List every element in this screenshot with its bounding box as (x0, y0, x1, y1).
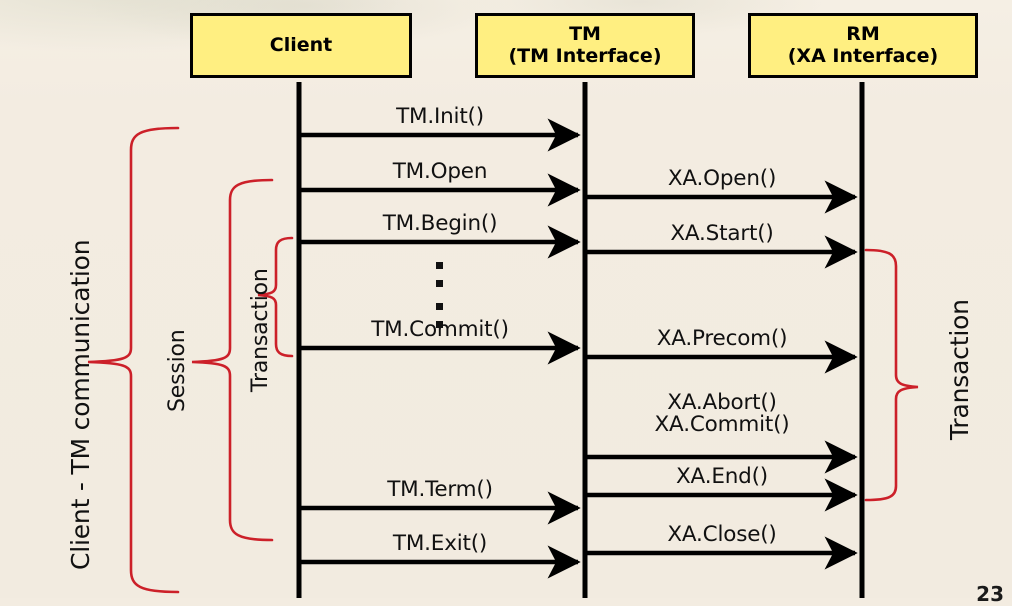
message-label-xa-abort: XA.Abort() (667, 390, 777, 415)
message-label-xa-close: XA.Close() (667, 522, 777, 547)
lane-title-rm: RM (846, 23, 880, 46)
message-label-xa-commit: XA.Commit() (654, 411, 790, 437)
brace-session (191, 178, 274, 542)
message-label-xa-end: XA.End() (676, 464, 768, 489)
annotation-label-client-tm-communication: Client - TM communication (66, 239, 95, 570)
annotation-label-transaction-left: Transaction (248, 268, 273, 392)
tm-rm-arrows (587, 180, 858, 570)
lane-header-tm[interactable]: TM (TM Interface) (475, 13, 695, 78)
message-label-tm-commit: TM.Commit() (371, 317, 509, 342)
message-label-xa-open: XA.Open() (667, 166, 777, 191)
client-tm-arrows (301, 118, 581, 579)
lane-subtitle-tm: (TM Interface) (508, 44, 662, 67)
lane-title-client: Client (269, 33, 333, 56)
message-label-tm-begin: TM.Begin() (382, 211, 498, 236)
page-number: 23 (976, 582, 1004, 606)
message-label-tm-exit: TM.Exit() (392, 531, 488, 556)
message-label-xa-start: XA.Start() (670, 221, 774, 246)
lifelines (296, 82, 865, 598)
brace-client-tm-communication (87, 126, 180, 594)
annotation-label-session: Session (165, 329, 190, 412)
message-label-tm-init: TM.Init() (396, 104, 484, 129)
annotation-braces (87, 126, 919, 594)
brace-transaction-right (864, 248, 919, 502)
message-label-tm-term: TM.Term() (387, 477, 493, 502)
lane-subtitle-rm: (XA Interface) (787, 44, 939, 67)
lane-title-tm: TM (569, 23, 601, 46)
vertical-ellipsis-dots (436, 262, 443, 328)
message-label-xa-precom: XA.Precom() (656, 326, 788, 351)
lane-header-client[interactable]: Client (190, 13, 412, 78)
message-label-tm-open: TM.Open (392, 159, 488, 184)
lane-header-rm[interactable]: RM (XA Interface) (748, 13, 978, 78)
message-label-xa-abort-commit: XA.Abort() XA.Commit() (586, 392, 858, 436)
annotation-label-transaction-right: Transaction (945, 299, 974, 440)
brace-transaction-left (257, 236, 294, 358)
